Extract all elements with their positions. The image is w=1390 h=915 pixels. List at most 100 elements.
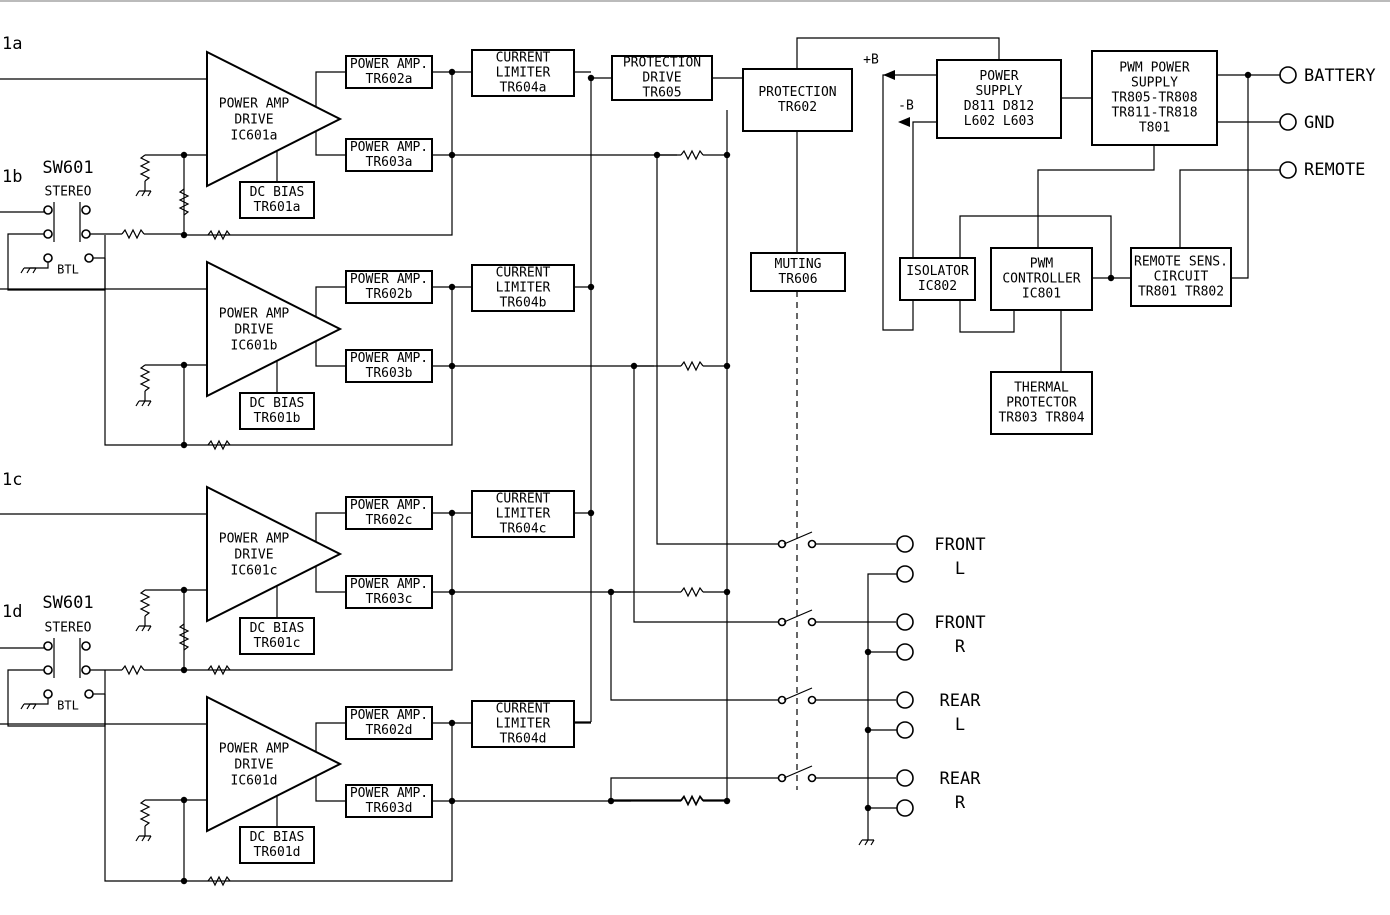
protection-drive-tr605-frame <box>611 55 713 101</box>
thermal-protector-text: PROTECTOR <box>1006 396 1077 411</box>
junction-dot <box>587 283 595 291</box>
muting-tr606-text: TR606 <box>778 272 817 287</box>
wire <box>680 794 704 806</box>
dc-bias-tr601b-text: TR601b <box>254 411 301 426</box>
wire <box>207 439 231 451</box>
terminal <box>81 205 91 215</box>
pwm-power-supply-text: TR811-TR818 <box>1111 106 1197 121</box>
terminal <box>81 641 91 651</box>
wire <box>207 664 231 676</box>
wire <box>315 336 346 367</box>
power-amp-tr602d: POWER AMP.TR602d <box>345 706 433 740</box>
wire <box>959 215 1112 278</box>
power-amp-drive-text: POWER AMP <box>219 532 290 547</box>
wire <box>53 202 81 242</box>
muting-tr606-text: MUTING <box>775 257 822 272</box>
terminal <box>43 665 53 675</box>
power-amp-drive-text: DRIVE <box>234 113 273 128</box>
terminal <box>896 643 914 661</box>
terminal <box>896 799 914 817</box>
power-amp-tr602d-text: TR602d <box>366 723 413 738</box>
output-label-side: R <box>955 793 966 813</box>
output-label: REAR <box>940 769 982 789</box>
wire <box>144 154 184 191</box>
wire <box>184 366 453 446</box>
terminal <box>807 539 817 549</box>
terminal <box>807 773 817 783</box>
gnd-terminal-label: GND <box>1304 113 1335 133</box>
dc-bias-tr601b-frame <box>239 392 315 430</box>
wire <box>680 149 704 161</box>
current-limiter-tr604b-text: TR604b <box>500 296 547 311</box>
power-amp-drive-text: IC601a <box>231 129 278 144</box>
power-amp-drive-text: IC601c <box>231 564 278 579</box>
wire <box>680 586 704 598</box>
power-amp-tr603d-frame <box>345 784 433 818</box>
power-amp-tr603c: POWER AMP.TR603c <box>345 575 433 609</box>
dc-bias-tr601d-text: DC BIAS <box>250 830 305 845</box>
wire <box>783 609 813 623</box>
pwm-power-supply-text: TR805-TR808 <box>1111 91 1197 106</box>
pwm-power-supply-frame <box>1091 50 1218 146</box>
power-amp-tr602a: POWER AMP.TR602a <box>345 55 433 89</box>
protection-drive-tr605-text: TR605 <box>642 86 681 101</box>
pwm-power-supply-text: PWM POWER <box>1119 61 1190 76</box>
output-label: REAR <box>940 691 982 711</box>
power-amp-tr603d: POWER AMP.TR603d <box>345 784 433 818</box>
current-limiter-tr604a-frame <box>471 49 575 97</box>
output-label-side: L <box>955 715 965 735</box>
wire <box>135 400 152 407</box>
power-amp-tr603b-frame <box>345 349 433 383</box>
sw601-btl-label: BTL <box>57 699 79 713</box>
terminal <box>43 641 53 651</box>
power-amp-tr602b-text: TR602b <box>366 287 413 302</box>
power-amp-drive-text: POWER AMP <box>219 742 290 757</box>
wire <box>139 154 151 182</box>
terminal <box>1279 66 1297 84</box>
pwm-power-supply-text: SUPPLY <box>1131 76 1178 91</box>
sw601-lower: SW601 STEREO BTL <box>42 593 93 713</box>
sw601-stereo-label: STEREO <box>45 185 92 200</box>
power-amp-drive-text: IC601b <box>231 339 278 354</box>
current-limiter-tr604d-text: CURRENT <box>496 702 551 717</box>
terminal <box>896 691 914 709</box>
wire <box>207 875 231 887</box>
wire <box>783 531 813 545</box>
wire <box>610 777 778 800</box>
wire <box>867 573 897 840</box>
current-limiter-tr604d-frame <box>471 700 575 748</box>
protection-tr602-text: PROTECTION <box>758 85 836 100</box>
wire <box>139 799 151 827</box>
power-amp-drive-text: POWER AMP <box>219 307 290 322</box>
input-label-1c: 1c <box>2 470 22 490</box>
minus-b-rail-label: -B <box>898 99 914 114</box>
power-amp-tr603c-frame <box>345 575 433 609</box>
wire <box>184 592 453 671</box>
wire <box>703 110 728 801</box>
wire <box>121 228 145 240</box>
power-amp-tr603a-text: TR603a <box>366 155 413 170</box>
speaker-output-front-l: FRONT L <box>934 535 985 579</box>
power-amp-tr603d-text: TR603d <box>366 801 413 816</box>
power-amp-tr603d-text: POWER AMP. <box>350 786 428 801</box>
terminal <box>43 229 53 239</box>
terminal <box>896 769 914 787</box>
junction-dot <box>864 726 872 734</box>
power-amp-tr603c-text: TR603c <box>366 592 413 607</box>
wire <box>315 286 346 322</box>
protection-drive-tr605-text: PROTECTION <box>623 56 701 71</box>
wire <box>144 364 184 401</box>
protection-tr602-text: TR602 <box>778 100 817 115</box>
wire <box>315 771 346 802</box>
current-limiter-tr604c-text: LIMITER <box>496 507 551 522</box>
power-amp-tr602b-frame <box>345 270 433 304</box>
input-label-1b: 1b <box>2 167 22 187</box>
wire <box>30 262 49 269</box>
